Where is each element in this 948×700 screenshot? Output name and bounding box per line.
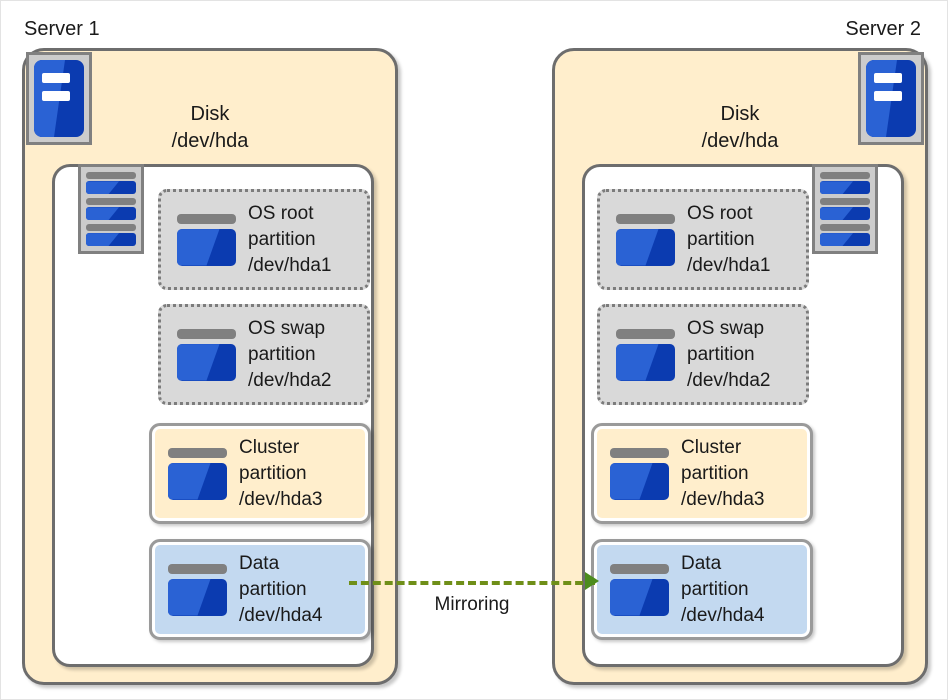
server-tower-slot-1 [42, 73, 70, 84]
partition-label: OS root partition /dev/hda1 [248, 202, 332, 276]
server-1-chassis: Disk /dev/hda OS root partition /dev/hda… [22, 48, 398, 685]
partition-label: Cluster partition /dev/hda3 [681, 436, 765, 510]
disk-platter [86, 197, 136, 221]
partition-data: Data partition /dev/hda4 [591, 539, 813, 640]
partition-card-icon [616, 213, 675, 266]
disk-platter [86, 223, 136, 246]
partition-card-icon [168, 563, 227, 616]
partition-cluster: Cluster partition /dev/hda3 [591, 423, 813, 524]
disk-platter [820, 197, 870, 221]
server-tower-slot-2 [42, 90, 70, 101]
partition-label: OS root partition /dev/hda1 [687, 202, 771, 276]
partition-os-root: OS root partition /dev/hda1 [597, 189, 809, 290]
server-tower-body [34, 60, 84, 137]
partition-data: Data partition /dev/hda4 [149, 539, 371, 640]
partition-label: OS swap partition /dev/hda2 [248, 317, 332, 391]
server-1-label: Server 1 [24, 18, 100, 40]
mirroring-connector-line [349, 581, 595, 585]
disk-platter [820, 172, 870, 195]
server-2-disk-container: OS root partition /dev/hda1 OS swap part… [582, 164, 904, 667]
server-tower-slot-1 [874, 73, 902, 84]
server-1-disk-container: OS root partition /dev/hda1 OS swap part… [52, 164, 374, 667]
server-tower-slot-2 [874, 90, 902, 101]
partition-card-icon [177, 328, 236, 381]
partition-card-icon [168, 447, 227, 500]
disk-platter [86, 172, 136, 195]
server-tower-icon [858, 52, 924, 145]
partition-label: OS swap partition /dev/hda2 [687, 317, 771, 391]
arrow-right-icon [585, 572, 599, 590]
partition-os-root: OS root partition /dev/hda1 [158, 189, 370, 290]
disk-stack-icon [812, 164, 878, 254]
server-tower-body [866, 60, 916, 137]
partition-os-swap: OS swap partition /dev/hda2 [597, 304, 809, 405]
partition-label: Data partition /dev/hda4 [681, 552, 765, 626]
server-2-label: Server 2 [845, 18, 921, 40]
disk-platter [820, 223, 870, 246]
partition-label: Data partition /dev/hda4 [239, 552, 323, 626]
disk-stack-icon [78, 164, 144, 254]
partition-label: Cluster partition /dev/hda3 [239, 436, 323, 510]
partition-cluster: Cluster partition /dev/hda3 [149, 423, 371, 524]
partition-card-icon [177, 213, 236, 266]
partition-card-icon [610, 447, 669, 500]
server-2-chassis: Disk /dev/hda OS root partition /dev/hda… [552, 48, 928, 685]
server-tower-icon [26, 52, 92, 145]
partition-os-swap: OS swap partition /dev/hda2 [158, 304, 370, 405]
partition-card-icon [616, 328, 675, 381]
mirroring-label: Mirroring [434, 594, 510, 615]
partition-card-icon [610, 563, 669, 616]
